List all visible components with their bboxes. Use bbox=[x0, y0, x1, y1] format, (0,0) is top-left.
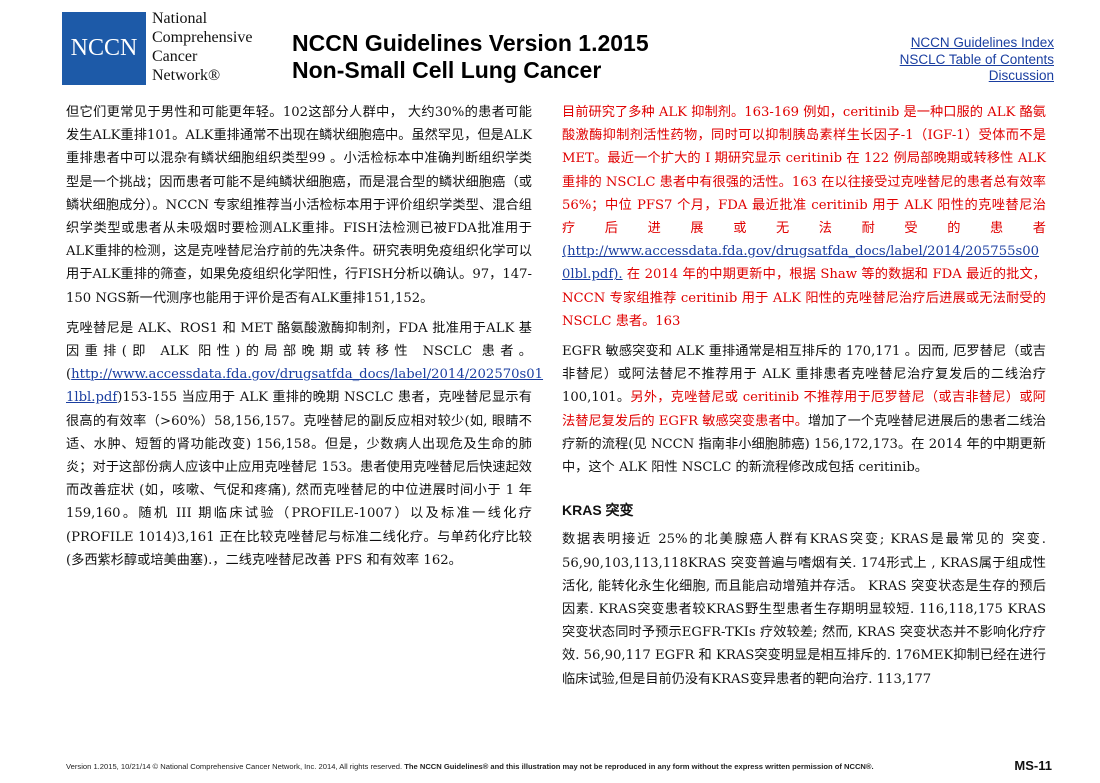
right-paragraph-1: 目前研究了多种 ALK 抑制剂。163-169 例如，ceritinib 是一种… bbox=[562, 101, 1046, 333]
footer-text: Version 1.2015, 10/21/14 © National Comp… bbox=[66, 762, 405, 771]
logo-line: Cancer bbox=[152, 48, 198, 65]
right-paragraph-2: EGFR 敏感突变和 ALK 重排通常是相互排斥的 170,171 。因而, 厄… bbox=[562, 340, 1046, 479]
title-line1: NCCN Guidelines Version 1.2015 bbox=[292, 30, 649, 56]
nav-links: NCCN Guidelines Index NSCLC Table of Con… bbox=[900, 35, 1054, 85]
fda-label-link-ceritinib[interactable]: (http://www.accessdata.fda.gov/drugsatfd… bbox=[562, 244, 1040, 283]
right-column: 目前研究了多种 ALK 抑制剂。163-169 例如，ceritinib 是一种… bbox=[562, 101, 1046, 698]
right-paragraph-2-text: EGFR 敏感突变和 ALK 重排通常是相互排斥的 170,171 。因而, 厄… bbox=[562, 344, 1046, 406]
logo-line: Network® bbox=[152, 67, 221, 84]
left-paragraph-1: 但它们更常见于男性和可能更年轻。102这部分人群中， 大约30%的患者可能发生A… bbox=[66, 105, 532, 306]
section-heading-kras: KRAS 突变 bbox=[562, 502, 634, 519]
right-paragraph-3: 数据表明接近 25%的北美腺癌人群有KRAS突变; KRAS是最常见的 突变. … bbox=[562, 532, 1046, 687]
nccn-logo: NCCN bbox=[62, 12, 146, 85]
logo-mark: NCCN bbox=[70, 35, 138, 61]
right-paragraph-2-text-b: 增加了一个克唑替尼进展后的患者二线治疗新的流程(见 NCCN 指南非小细胞肺癌)… bbox=[562, 413, 1046, 476]
logo-wordmark: National Comprehensive Cancer Network® bbox=[152, 9, 252, 85]
link-discussion[interactable]: Discussion bbox=[988, 68, 1054, 83]
page-number: MS-11 bbox=[1014, 758, 1052, 773]
left-paragraph-2-text: 克唑替尼是 ALK、ROS1 和 MET 酪氨酸激酶抑制剂，FDA 批准用于AL… bbox=[66, 320, 532, 383]
right-paragraph-1-red-b: 在 2014 年的中期更新中，根据 Shaw 等的数据和 FDA 最近的批文， … bbox=[562, 267, 1046, 329]
title-line2: Non-Small Cell Lung Cancer bbox=[292, 57, 602, 83]
logo-line: Comprehensive bbox=[152, 29, 253, 46]
page-title: NCCN Guidelines Version 1.2015 Non-Small… bbox=[292, 30, 649, 84]
fda-label-link-crizotinib[interactable]: http://www.accessdata.fda.gov/drugsatfda… bbox=[66, 367, 544, 406]
left-paragraph-2-text-b: )153-155 当应用于 ALK 重排的晚期 NSCLC 患者，克唑替尼显示有… bbox=[66, 390, 532, 568]
logo-line: National bbox=[152, 10, 208, 27]
right-paragraph-1-red: 目前研究了多种 ALK 抑制剂。163-169 例如，ceritinib 是一种… bbox=[562, 105, 1046, 237]
right-paragraph-2-red: 另外，克唑替尼或 ceritinib 不推荐用于厄罗替尼（或吉非替尼）或阿法替尼… bbox=[562, 390, 1046, 429]
left-column: 但它们更常见于男性和可能更年轻。102这部分人群中， 大约30%的患者可能发生A… bbox=[66, 101, 543, 579]
footer-copyright: Version 1.2015, 10/21/14 © National Comp… bbox=[66, 762, 874, 771]
link-table-of-contents[interactable]: NSCLC Table of Contents bbox=[899, 51, 1054, 67]
footer-notice: The NCCN Guidelines® and this illustrati… bbox=[404, 762, 874, 771]
link-guidelines-index[interactable]: NCCN Guidelines Index bbox=[910, 35, 1054, 50]
left-paragraph-2: 克唑替尼是 ALK、ROS1 和 MET 酪氨酸激酶抑制剂，FDA 批准用于AL… bbox=[66, 317, 543, 572]
